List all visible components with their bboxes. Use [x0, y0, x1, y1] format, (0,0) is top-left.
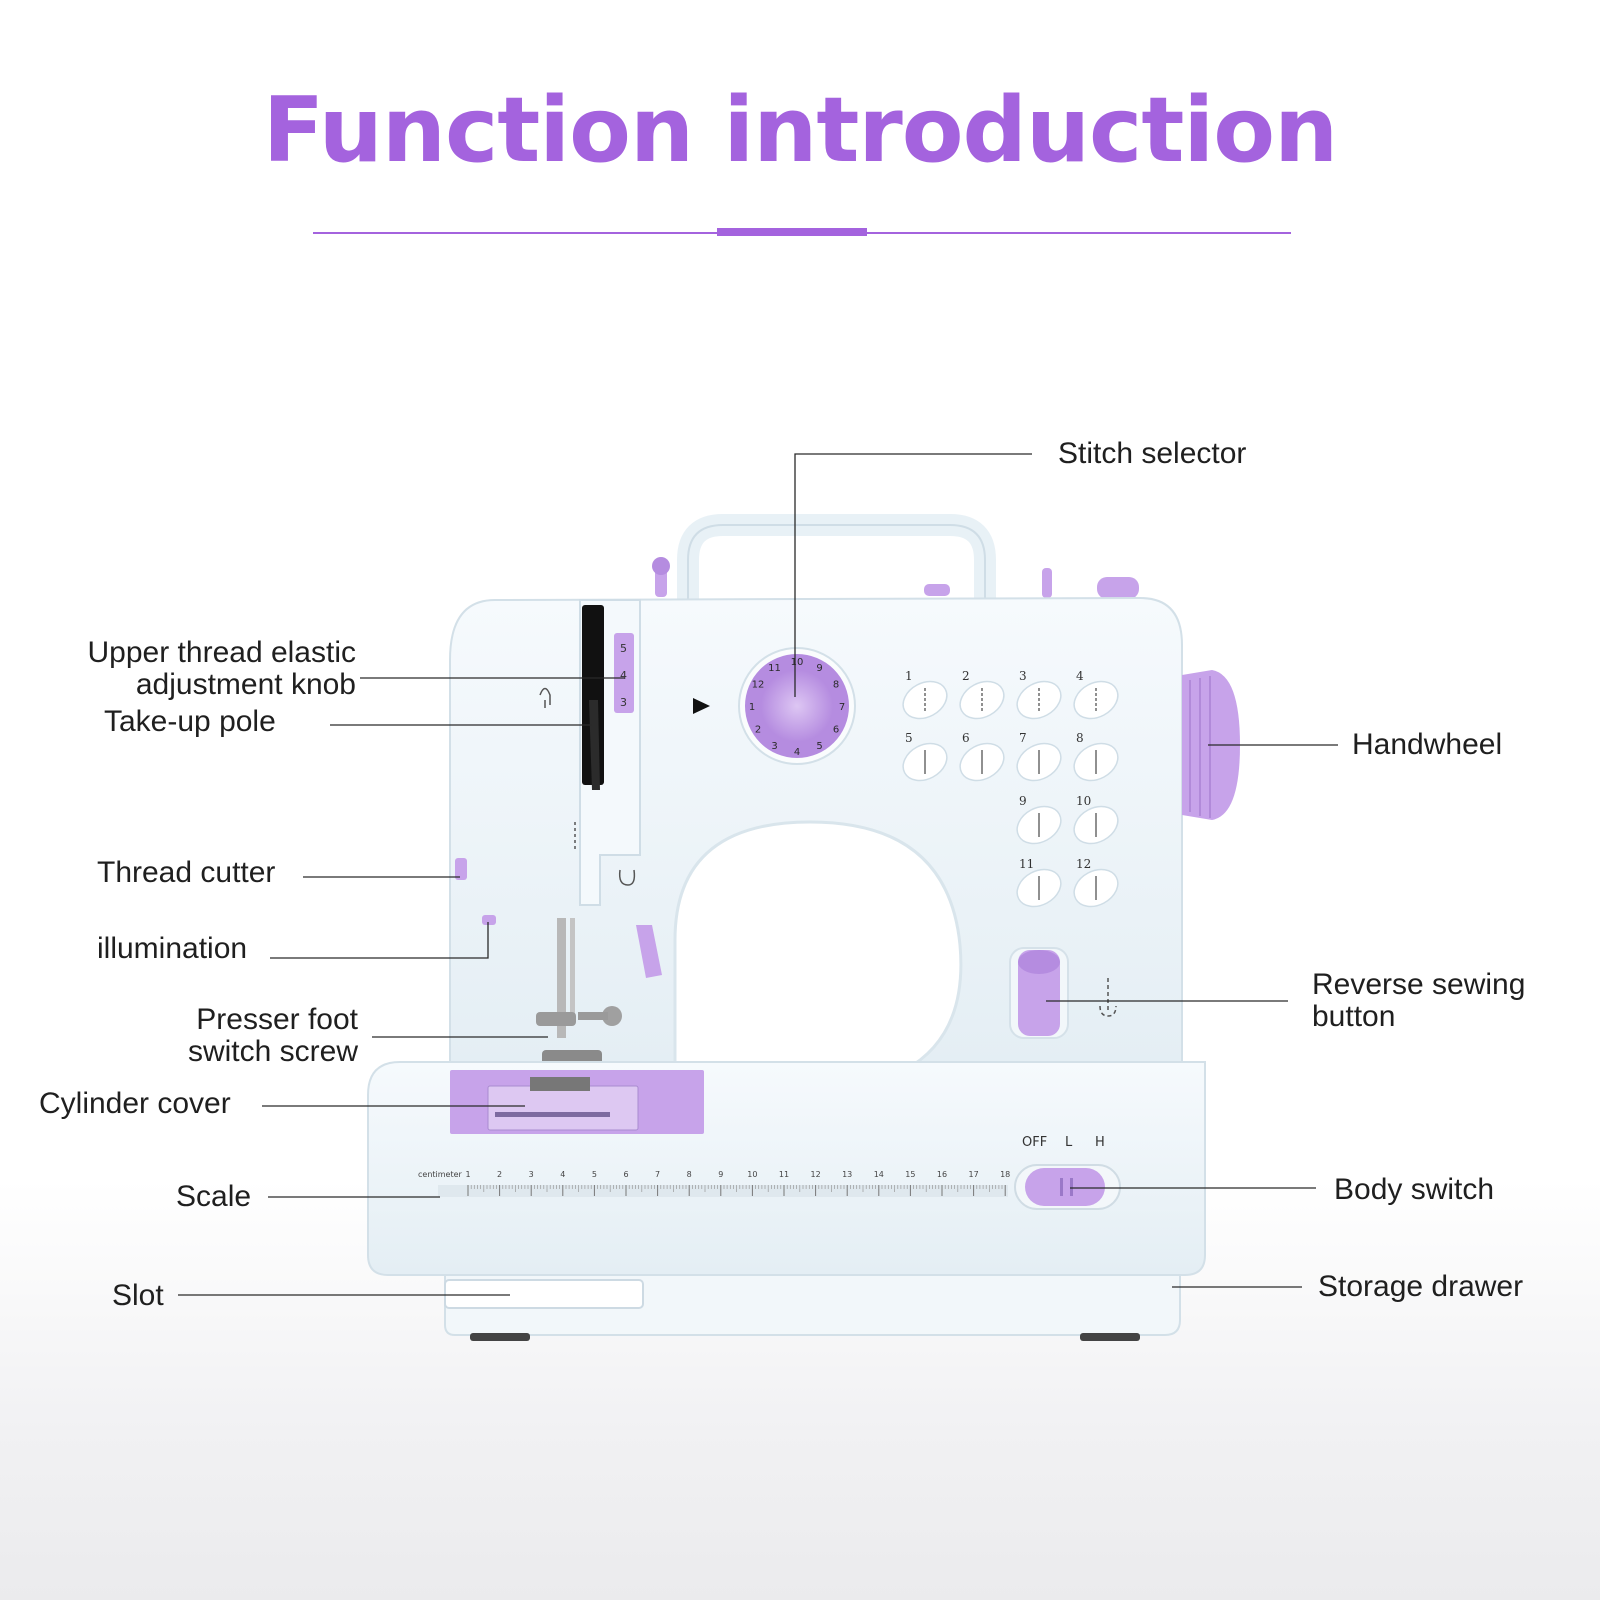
- spool-pin-right: [1042, 568, 1052, 598]
- stitch-number: 12: [1076, 857, 1091, 871]
- stitch-number: 6: [962, 731, 970, 745]
- dial-number: 7: [839, 702, 845, 713]
- stitch-number: 3: [1019, 669, 1027, 683]
- stitch-number: 9: [1019, 794, 1027, 808]
- take-up-lever: [589, 700, 600, 790]
- scale-word: centimeter: [418, 1170, 463, 1179]
- label-presser-1: Presser foot: [196, 1003, 358, 1036]
- dial-number: 9: [816, 663, 822, 674]
- dial-number: 8: [833, 680, 839, 691]
- power-mark-high: H: [1095, 1135, 1105, 1150]
- scale-tick-label: 5: [592, 1170, 597, 1179]
- label-handwheel: Handwheel: [1352, 728, 1503, 761]
- free-arm-opening: [673, 820, 963, 1088]
- leader-illumination: [270, 922, 489, 959]
- page-title: Function introduction: [262, 78, 1338, 183]
- scale-tick-label: 11: [779, 1170, 789, 1179]
- scale-tick-label: 15: [905, 1170, 915, 1179]
- label-cylinder-cover: Cylinder cover: [39, 1087, 231, 1120]
- tension-dial: [614, 633, 634, 713]
- presser-foot-screw: [536, 1012, 576, 1026]
- dial-number: 10: [791, 657, 804, 668]
- leader-lines: [178, 453, 1338, 1296]
- scale-tick-label: 9: [718, 1170, 723, 1179]
- needle-bar: [557, 918, 566, 1038]
- label-upper-thread-1: Upper thread elastic: [87, 636, 356, 669]
- label-reverse-2: button: [1312, 1000, 1396, 1033]
- scale-tick-label: 7: [655, 1170, 660, 1179]
- scale-tick-label: 1: [465, 1170, 470, 1179]
- dial-number: 12: [752, 680, 765, 691]
- spool-pin-left: [655, 567, 667, 597]
- stitch-number: 10: [1076, 794, 1091, 808]
- scale-tick-label: 17: [969, 1170, 979, 1179]
- label-storage-drawer: Storage drawer: [1318, 1270, 1524, 1303]
- label-thread-cutter: Thread cutter: [97, 856, 276, 889]
- dial-number: 4: [794, 747, 800, 758]
- label-scale: Scale: [176, 1180, 252, 1213]
- label-take-up-pole: Take-up pole: [104, 705, 276, 738]
- dial-number: 1: [749, 702, 755, 713]
- spool-pin-middle: [924, 584, 950, 596]
- stitch-number: 8: [1076, 731, 1084, 745]
- stitch-number: 11: [1019, 857, 1034, 871]
- scale-tick-label: 16: [937, 1170, 947, 1179]
- label-upper-thread-2: adjustment knob: [135, 668, 356, 701]
- scale-tick-label: 10: [747, 1170, 757, 1179]
- title-underline-accent: [717, 228, 867, 236]
- leader-stitch-selector: [794, 453, 1032, 697]
- selector-arrow-icon: [693, 698, 710, 714]
- illumination-light: [482, 915, 496, 925]
- dial-number: 2: [755, 725, 761, 736]
- scale-tick-label: 4: [560, 1170, 565, 1179]
- scale-tick-label: 13: [842, 1170, 852, 1179]
- label-presser-2: switch screw: [187, 1035, 358, 1068]
- stitch-number: 5: [905, 731, 913, 745]
- cylinder-cover: [487, 1085, 639, 1131]
- label-stitch-selector: Stitch selector: [1058, 437, 1247, 470]
- thread-cutter: [455, 858, 467, 880]
- scale-tick-label: 8: [687, 1170, 692, 1179]
- tension-mark: 5: [620, 642, 627, 655]
- power-mark-off: OFF: [1022, 1135, 1047, 1150]
- dial-number: 6: [833, 725, 839, 736]
- tension-mark: 3: [620, 696, 627, 709]
- label-reverse-1: Reverse sewing: [1312, 968, 1526, 1001]
- presser-lever: [636, 925, 662, 978]
- scale-tick-label: 12: [811, 1170, 821, 1179]
- label-body-switch: Body switch: [1334, 1173, 1495, 1206]
- body-switch: [1025, 1168, 1105, 1206]
- scale-strip: [438, 1185, 1008, 1197]
- label-slot: Slot: [112, 1279, 164, 1312]
- scale-tick-label: 6: [623, 1170, 628, 1179]
- stitch-number: 4: [1076, 669, 1084, 683]
- scale-tick-label: 2: [497, 1170, 502, 1179]
- scale-tick-label: 14: [874, 1170, 884, 1179]
- stitch-number: 2: [962, 669, 970, 683]
- scale-tick-label: 3: [529, 1170, 534, 1179]
- dial-number: 11: [768, 663, 781, 674]
- stitch-number: 7: [1019, 731, 1027, 745]
- stitch-number: 1: [905, 669, 913, 683]
- dial-number: 3: [771, 741, 777, 752]
- tension-mark: 4: [620, 669, 627, 682]
- power-mark-low: L: [1065, 1135, 1073, 1150]
- dial-number: 5: [816, 741, 822, 752]
- label-illumination: illumination: [97, 932, 248, 965]
- scale-tick-label: 18: [1000, 1170, 1010, 1179]
- drawer-slot: [444, 1279, 644, 1309]
